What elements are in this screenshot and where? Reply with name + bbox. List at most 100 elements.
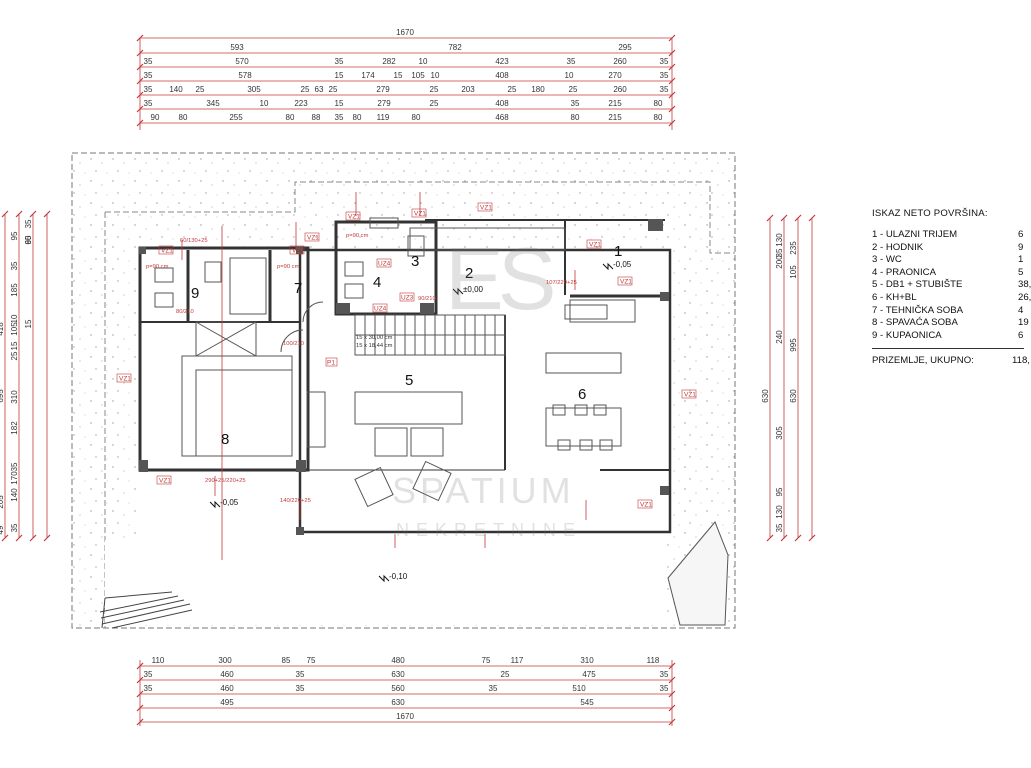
dimension-label: 105 bbox=[411, 71, 425, 80]
door-tag: UZ3 bbox=[401, 295, 414, 302]
plan-note: p=90 cm bbox=[277, 264, 300, 270]
dimension-label: 279 bbox=[376, 85, 390, 94]
legend-row-label: 2 - HODNIK bbox=[872, 241, 924, 253]
dimension-label: 300 bbox=[218, 656, 232, 665]
window-tag: VZ1 bbox=[292, 248, 304, 255]
legend-row-value: 4 bbox=[1018, 304, 1024, 316]
dimension-label: 35 bbox=[660, 57, 669, 66]
legend-row-label: 8 - SPAVAĆA SOBA bbox=[872, 317, 958, 329]
dimension-label: 15 bbox=[394, 71, 403, 80]
room-number: 1 bbox=[614, 243, 622, 260]
dimension-label: 15 bbox=[335, 99, 344, 108]
dimension-label: 35 bbox=[335, 57, 344, 66]
dimension-label: 25 bbox=[329, 85, 338, 94]
dimension-label: 545 bbox=[580, 698, 594, 707]
dimension-label: 170 bbox=[10, 471, 19, 485]
legend-row-value: 6 bbox=[1018, 329, 1024, 341]
dimension-label: 35 bbox=[296, 684, 305, 693]
plan-note: 15 x 30,00 cm bbox=[356, 335, 393, 341]
dimension-label: 80 bbox=[353, 113, 362, 122]
dimension-label: 418 bbox=[0, 322, 5, 336]
dimension-label: 15 bbox=[10, 341, 19, 350]
plan-note: 140/220+25 bbox=[280, 498, 311, 504]
room-numbers: 1 2 3 4 5 6 7 8 9 bbox=[191, 243, 622, 448]
dimension-label: 49 bbox=[0, 525, 5, 534]
dimension-label: 495 bbox=[220, 698, 234, 707]
dimension-label: 593 bbox=[230, 43, 244, 52]
dimension-ticks bbox=[1, 34, 816, 726]
dimension-label: 35 bbox=[144, 99, 153, 108]
dimension-label: 345 bbox=[206, 99, 220, 108]
dimension-label: 35 bbox=[775, 523, 784, 532]
dimension-label: 460 bbox=[220, 684, 234, 693]
dimension-label: 235 bbox=[789, 241, 798, 255]
dimension-label: 35 bbox=[775, 248, 784, 257]
dimension-label: 305 bbox=[247, 85, 261, 94]
window-tag: VZ1 bbox=[159, 478, 171, 485]
room-number: 8 bbox=[221, 431, 229, 448]
dimension-label: 203 bbox=[461, 85, 475, 94]
window-tag: VZ1 bbox=[307, 235, 319, 242]
dimension-label: 460 bbox=[220, 670, 234, 679]
dimension-label: 408 bbox=[495, 71, 509, 80]
dimension-label: 695 bbox=[0, 389, 5, 403]
level-markers: -0,05 ±0,00 -0,05 -0,10 bbox=[209, 260, 632, 583]
dimension-label: 630 bbox=[391, 698, 405, 707]
legend-row-label: 5 - DB1 + STUBIŠTE bbox=[872, 279, 963, 291]
dimension-label: 80 bbox=[654, 113, 663, 122]
plan-note: 107/220+25 bbox=[546, 280, 577, 286]
window-tag: VZ1 bbox=[640, 502, 652, 509]
level-label: -0,10 bbox=[389, 572, 408, 581]
dimension-label: 35 bbox=[10, 523, 19, 532]
dimension-label: 510 bbox=[572, 684, 586, 693]
dimension-label: 35 bbox=[144, 57, 153, 66]
dimension-label: 215 bbox=[608, 99, 622, 108]
dimension-label: 118 bbox=[647, 656, 660, 665]
dimension-label: 240 bbox=[775, 330, 784, 344]
plan-note: p=90 cm bbox=[346, 233, 369, 239]
legend-row-value: 5 bbox=[1018, 266, 1024, 278]
dimension-label: 85 bbox=[282, 656, 291, 665]
level-label: -0,05 bbox=[220, 498, 239, 507]
dimension-label: 578 bbox=[238, 71, 252, 80]
dimension-label: 305 bbox=[775, 426, 784, 440]
dimension-label: 63 bbox=[315, 85, 324, 94]
dimension-label: 35 bbox=[571, 99, 580, 108]
dimension-label: 35 bbox=[660, 71, 669, 80]
dimension-label: 25 bbox=[196, 85, 205, 94]
dimension-label: 1670 bbox=[396, 28, 414, 37]
dimension-label: 35 bbox=[10, 462, 19, 471]
dimension-label: 110 bbox=[152, 656, 165, 665]
window-tag: VZ1 bbox=[480, 205, 492, 212]
dimension-label: 205 bbox=[0, 495, 5, 509]
plan-note: 290+25/220+25 bbox=[205, 478, 246, 484]
watermark-brand: SPATIUM bbox=[392, 470, 575, 511]
dimension-label: 95 bbox=[24, 235, 33, 244]
dimension-label: 15 bbox=[24, 319, 33, 328]
dimension-label: 295 bbox=[618, 43, 632, 52]
legend-row-value: 6 bbox=[1018, 229, 1024, 240]
dimension-label: 468 bbox=[495, 113, 509, 122]
dimension-label: 480 bbox=[391, 656, 405, 665]
dimension-label: 90 bbox=[151, 113, 160, 122]
legend-row-label: 1 - ULAZNI TRIJEM bbox=[872, 229, 958, 240]
dimension-label: 408 bbox=[495, 99, 509, 108]
dimension-label: 35 bbox=[144, 85, 153, 94]
level-label: ±0,00 bbox=[463, 285, 484, 294]
dimension-label: 782 bbox=[448, 43, 462, 52]
room-number: 4 bbox=[373, 274, 381, 291]
dimension-label: 630 bbox=[789, 389, 798, 403]
staircase bbox=[354, 314, 506, 356]
dimension-label: 25 bbox=[10, 351, 19, 360]
dimension-label: 25 bbox=[301, 85, 310, 94]
dimension-label: 630 bbox=[391, 670, 405, 679]
dimension-label: 223 bbox=[294, 99, 308, 108]
dimension-label: 25 bbox=[430, 99, 439, 108]
dimension-label: 570 bbox=[235, 57, 249, 66]
window-tag: VZ1 bbox=[620, 279, 632, 286]
